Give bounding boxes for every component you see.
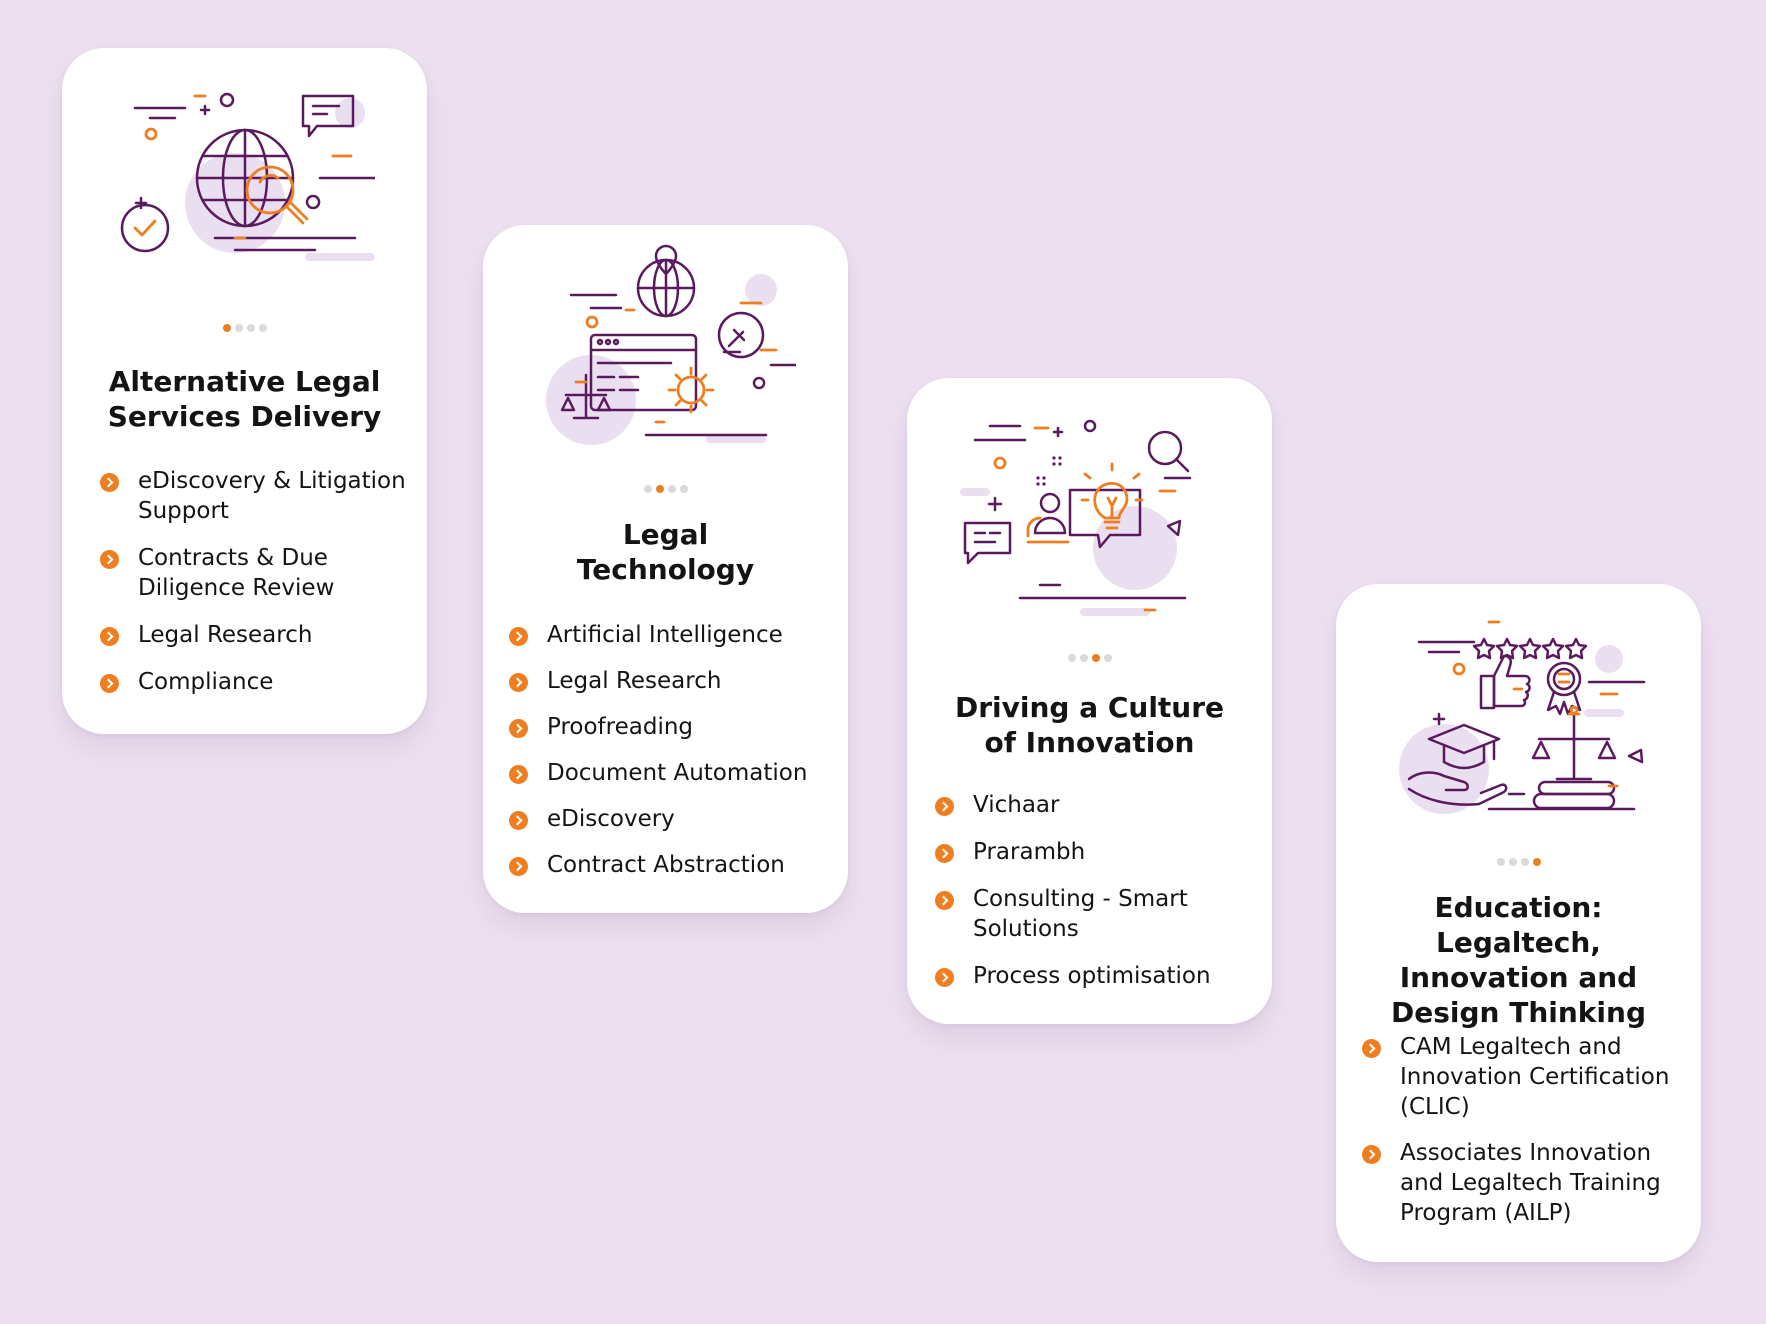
arrow-right-icon: [509, 857, 528, 876]
arrow-right-icon: [509, 673, 528, 692]
list-item: Artificial Intelligence: [509, 620, 836, 650]
arrow-right-icon: [1362, 1145, 1381, 1164]
arrow-right-icon: [100, 674, 119, 693]
service-card-legal-technology: Legal Technology Artificial Intelligence…: [483, 225, 848, 913]
pagination-dots: [1336, 858, 1701, 866]
pagination-dot[interactable]: [643, 485, 652, 493]
list-item: eDiscovery: [509, 804, 836, 834]
service-list: eDiscovery & Litigation Support Contract…: [100, 466, 415, 697]
pagination-dot[interactable]: [1091, 654, 1100, 662]
pagination-dot[interactable]: [246, 324, 255, 332]
arrow-right-icon: [509, 627, 528, 646]
pagination-dots: [62, 324, 427, 332]
pagination-dot[interactable]: [1103, 654, 1112, 662]
service-card-culture-of-innovation: Driving a Culture of Innovation Vichaar …: [907, 378, 1272, 1024]
arrow-right-icon: [935, 968, 954, 987]
pagination-dot[interactable]: [1532, 858, 1541, 866]
list-item: Compliance: [100, 667, 415, 697]
service-card-alsd: Alternative Legal Services Delivery eDis…: [62, 48, 427, 734]
list-item: Legal Research: [100, 620, 415, 650]
arrow-right-icon: [509, 719, 528, 738]
arrow-right-icon: [1362, 1039, 1381, 1058]
service-list: CAM Legaltech and Innovation Certificati…: [1362, 1032, 1689, 1228]
pagination-dot[interactable]: [1496, 858, 1505, 866]
pagination-dot[interactable]: [1079, 654, 1088, 662]
pagination-dot[interactable]: [655, 485, 664, 493]
pagination-dot[interactable]: [1520, 858, 1529, 866]
pagination-dot[interactable]: [667, 485, 676, 493]
lightbulb-chat-icon: [959, 419, 1191, 616]
globe-search-icon: [120, 92, 375, 261]
list-item: Contract Abstraction: [509, 850, 836, 880]
graduation-thumbs-up-icon: [1398, 620, 1645, 814]
list-item: Process optimisation: [935, 961, 1260, 991]
arrow-right-icon: [935, 797, 954, 816]
list-item: Vichaar: [935, 790, 1260, 820]
pagination-dots: [483, 485, 848, 493]
card-title: Alternative Legal Services Delivery: [107, 365, 382, 433]
list-item: Prarambh: [935, 837, 1260, 867]
list-item: eDiscovery & Litigation Support: [100, 466, 415, 526]
pagination-dot[interactable]: [234, 324, 243, 332]
arrow-right-icon: [509, 811, 528, 830]
pagination-dot[interactable]: [258, 324, 267, 332]
list-item: Document Automation: [509, 758, 836, 788]
list-item: Legal Research: [509, 666, 836, 696]
arrow-right-icon: [100, 550, 119, 569]
arrow-right-icon: [935, 891, 954, 910]
arrow-right-icon: [509, 765, 528, 784]
service-list: Artificial Intelligence Legal Research P…: [509, 620, 836, 880]
pagination-dot[interactable]: [679, 485, 688, 493]
list-item: Contracts & Due Diligence Review: [100, 543, 415, 603]
arrow-right-icon: [100, 627, 119, 646]
arrow-right-icon: [100, 473, 119, 492]
list-item: CAM Legaltech and Innovation Certificati…: [1362, 1032, 1689, 1122]
pagination-dot[interactable]: [1067, 654, 1076, 662]
card-title: Driving a Culture of Innovation: [954, 691, 1225, 759]
service-list: Vichaar Prarambh Consulting - Smart Solu…: [935, 790, 1260, 991]
pagination-dot[interactable]: [1508, 858, 1517, 866]
list-item: Consulting - Smart Solutions: [935, 884, 1260, 944]
service-card-education: Education: Legaltech, Innovation and Des…: [1336, 584, 1701, 1262]
arrow-right-icon: [935, 844, 954, 863]
browser-gear-icon: [545, 244, 796, 445]
list-item: Associates Innovation and Legaltech Trai…: [1362, 1138, 1689, 1228]
list-item: Proofreading: [509, 712, 836, 742]
card-title: Education: Legaltech, Innovation and Des…: [1391, 891, 1646, 1029]
pagination-dots: [907, 654, 1272, 662]
card-title: Legal Technology: [576, 518, 755, 586]
pagination-dot[interactable]: [222, 324, 231, 332]
